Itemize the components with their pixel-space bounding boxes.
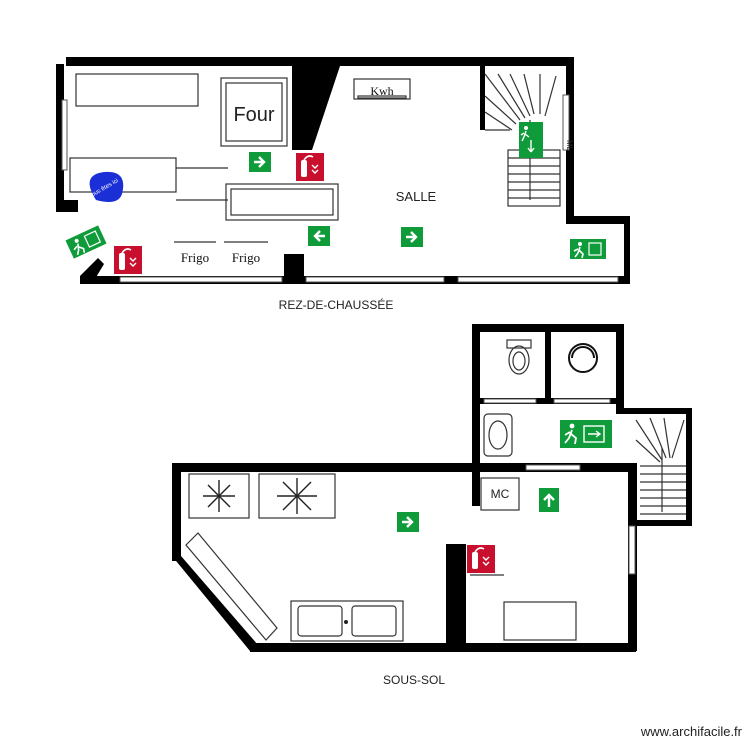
wall-left-upper [56, 64, 64, 212]
basement-wall-diagonal [172, 556, 258, 651]
kitchen-sink-counter [290, 600, 404, 642]
oven-label: Four [233, 104, 274, 126]
ground-floor: Four Kwh Frigo Frigo SALLE [56, 57, 630, 284]
emergency-exit-icon-stair [519, 122, 543, 158]
ml-label: ML [565, 140, 574, 152]
watermark: www.archifacile.fr [640, 724, 743, 739]
emergency-exit-icon-right [570, 239, 606, 259]
basement-wall-top [172, 463, 637, 472]
wc-door-2 [553, 398, 611, 404]
window-bottom-1 [119, 276, 283, 283]
extinguisher-icon-3 [467, 545, 495, 573]
column-bottom [284, 254, 304, 284]
wc-wall-h [472, 398, 624, 404]
window-left [61, 99, 68, 171]
toilet-icon [506, 339, 532, 375]
mc-wall [472, 470, 480, 506]
wc-door-1 [483, 398, 537, 404]
counter-diagonal [185, 532, 278, 641]
room-label-salle: SALLE [396, 189, 437, 204]
snowflake-icon-1 [203, 480, 235, 512]
emergency-exit-icon-basement [560, 420, 612, 448]
basement-wall-interior [446, 544, 466, 650]
bar-counter-inner [230, 188, 334, 216]
basement-wall-left [172, 463, 181, 561]
kwh-label: Kwh [370, 84, 393, 98]
floor-label-ground: REZ-DE-CHAUSSÉE [279, 297, 394, 312]
exit-sign-arrow-right-1 [249, 152, 271, 172]
you-are-here-marker: Vous êtes ici [87, 171, 124, 202]
bar-counter [225, 183, 339, 221]
counter-top-left [75, 73, 199, 107]
emergency-exit-icon-upper-left [65, 225, 107, 259]
wall-left-lower [56, 200, 78, 212]
wc-wall-right [616, 324, 624, 414]
corner-bottom-left [80, 258, 104, 284]
wc-wall-mid [545, 324, 551, 400]
counter-left [69, 157, 177, 193]
exit-sign-arrow-left [308, 226, 330, 246]
wall-right-upper [566, 64, 574, 220]
window-right [562, 94, 570, 151]
freezer-1 [188, 473, 250, 519]
mc-label: MC [491, 487, 510, 501]
stair-basement-wall-top [616, 408, 692, 414]
sink-icon [483, 413, 513, 457]
stair-basement-wall-right [686, 408, 692, 526]
kwh-box [353, 78, 411, 100]
oven-box [220, 77, 288, 147]
snowflake-icon-2 [277, 478, 317, 514]
stair-basement-wall-bottom [636, 520, 692, 526]
basement-floor: MC [172, 324, 692, 652]
wall-right-lower [624, 216, 630, 284]
exit-sign-arrow-right-3 [397, 512, 419, 532]
wall-right-step [566, 216, 628, 224]
exit-sign-arrow-up [539, 488, 559, 512]
freezer-2 [258, 473, 336, 519]
mc-box [480, 477, 520, 511]
kwh-inner [357, 95, 407, 99]
extinguisher-icon-1 [296, 153, 324, 181]
extinguisher-icon-2 [114, 246, 142, 274]
window-bottom-2 [305, 276, 445, 283]
water-heater-icon [568, 343, 598, 373]
basement-window-right [628, 525, 636, 575]
staircase-basement [635, 417, 686, 515]
oven-inner [225, 82, 283, 142]
floor-label-basement: SOUS-SOL [383, 673, 445, 687]
window-bottom-3 [457, 276, 619, 283]
exit-sign-arrow-right-2 [401, 227, 423, 247]
wall-stair-left [480, 64, 485, 130]
location-pin-icon [89, 171, 124, 202]
wc-wall-left [472, 324, 480, 464]
basement-table [503, 601, 577, 641]
pillar-diagonal [292, 66, 340, 150]
basement-door-top [525, 464, 581, 471]
frigo-1-label: Frigo [181, 250, 209, 265]
frigo-2-label: Frigo [232, 250, 260, 265]
basement-wall-bottom [250, 643, 636, 652]
wall-top [66, 57, 574, 66]
